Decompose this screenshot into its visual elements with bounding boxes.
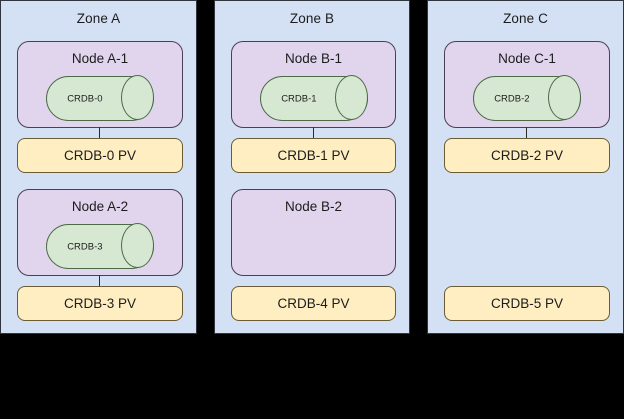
pod-crdb-1[interactable]: CRDB-1	[260, 75, 368, 121]
node-a-1-title: Node A-1	[71, 51, 129, 66]
connector-node-a-1-to-crdb-0-pv	[99, 127, 100, 138]
node-b-1-title: Node B-1	[284, 51, 343, 66]
pod-crdb-2-label: CRDB-2	[494, 93, 530, 104]
node-b-2-title: Node B-2	[284, 199, 343, 214]
node-b-1[interactable]: Node B-1 CRDB-1	[231, 41, 396, 128]
zone-a[interactable]: Zone A Node A-1 CRDB-0 CRDB-0 PV Node A-…	[0, 0, 197, 334]
cylinder-end-cap	[121, 75, 154, 120]
connector-node-b-1-to-crdb-1-pv	[313, 127, 314, 138]
pod-crdb-1-label: CRDB-1	[281, 93, 317, 104]
pv-crdb-1-label: CRDB-1 PV	[277, 148, 350, 163]
pv-crdb-4-label: CRDB-4 PV	[277, 296, 350, 311]
pod-crdb-0[interactable]: CRDB-0	[46, 75, 154, 121]
pv-crdb-2[interactable]: CRDB-2 PV	[444, 138, 610, 173]
cylinder-end-cap	[335, 75, 368, 120]
node-a-1[interactable]: Node A-1 CRDB-0	[17, 41, 183, 128]
cylinder-end-cap	[548, 75, 581, 120]
cylinder-end-cap	[121, 223, 154, 268]
pod-crdb-3[interactable]: CRDB-3	[46, 223, 154, 269]
zone-c-title: Zone C	[503, 11, 548, 26]
pv-crdb-1[interactable]: CRDB-1 PV	[231, 138, 396, 173]
pv-crdb-3[interactable]: CRDB-3 PV	[17, 286, 183, 321]
pv-crdb-2-label: CRDB-2 PV	[490, 148, 563, 163]
pod-crdb-2[interactable]: CRDB-2	[473, 75, 581, 121]
node-a-2[interactable]: Node A-2 CRDB-3	[17, 189, 183, 276]
pv-crdb-3-label: CRDB-3 PV	[63, 296, 136, 311]
pv-crdb-4[interactable]: CRDB-4 PV	[231, 286, 396, 321]
pv-crdb-0[interactable]: CRDB-0 PV	[17, 138, 183, 173]
pod-crdb-0-label: CRDB-0	[67, 93, 103, 104]
pv-crdb-5-label: CRDB-5 PV	[490, 296, 563, 311]
zone-b-title: Zone B	[289, 11, 335, 26]
pod-crdb-3-label: CRDB-3	[67, 241, 103, 252]
zone-c[interactable]: Zone C Node C-1 CRDB-2 CRDB-2 PV CRDB-5 …	[427, 0, 624, 334]
connector-node-c-1-to-crdb-2-pv	[526, 127, 527, 138]
zone-b[interactable]: Zone B Node B-1 CRDB-1 CRDB-1 PV Node B-…	[214, 0, 410, 334]
zone-a-title: Zone A	[76, 11, 121, 26]
node-c-1-title: Node C-1	[498, 51, 556, 66]
node-a-2-title: Node A-2	[71, 199, 129, 214]
connector-node-a-2-to-crdb-3-pv	[99, 275, 100, 286]
node-c-1[interactable]: Node C-1 CRDB-2	[444, 41, 610, 128]
node-b-2[interactable]: Node B-2	[231, 189, 396, 276]
pv-crdb-5[interactable]: CRDB-5 PV	[444, 286, 610, 321]
pv-crdb-0-label: CRDB-0 PV	[63, 148, 136, 163]
